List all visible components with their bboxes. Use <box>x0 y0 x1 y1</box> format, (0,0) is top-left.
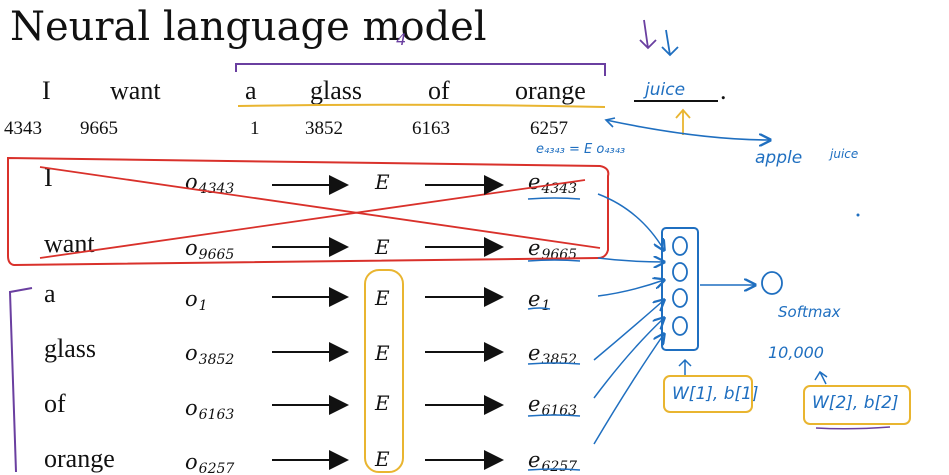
alt-curve <box>605 119 770 140</box>
sentence-word-orange: orange <box>515 76 586 105</box>
embedding-group-outline <box>364 269 404 473</box>
row-word: glass <box>44 334 96 363</box>
one-hot-vector: o3852 <box>185 341 235 368</box>
index-4343: 4343 <box>4 118 42 139</box>
window-bracket <box>8 287 33 473</box>
slide-title: Neural language model <box>10 4 487 50</box>
embedding-matrix-label: E <box>375 447 390 471</box>
target-word-juice: juice <box>645 80 686 100</box>
embedding-matrix-label: E <box>375 391 390 415</box>
embedding-matrix-label: E <box>375 170 390 194</box>
index-9665: 9665 <box>80 118 118 139</box>
one-hot-vector: o6163 <box>185 396 235 423</box>
embedding-underlines <box>527 197 581 471</box>
softmax-params-box <box>803 385 911 425</box>
arrows <box>272 175 504 470</box>
layer1-params-box <box>663 375 753 413</box>
dot <box>856 213 860 217</box>
target-arrow-1 <box>639 19 657 50</box>
embedding-matrix-label: E <box>375 286 390 310</box>
embedding-matrix-label: E <box>375 235 390 259</box>
softmax-params: W[2], b[2] <box>812 393 899 413</box>
row-word: orange <box>44 444 115 473</box>
embedding-equation: e₄₃₄₃ = E o₄₃₄₃ <box>536 142 626 157</box>
target-arrow-2 <box>661 29 679 57</box>
index-6163: 6163 <box>412 118 450 139</box>
alt-curve-start <box>604 117 616 128</box>
layer1-params: W[1], b[1] <box>672 384 759 404</box>
feature-arrows <box>593 193 664 445</box>
vocab-size-label: 10,000 <box>768 343 824 362</box>
layer1-params-arrow <box>678 358 692 375</box>
cross-line-1 <box>39 166 601 249</box>
sentence-period: . <box>720 76 727 105</box>
row-word: a <box>44 279 56 308</box>
sentence-word-of: of <box>428 76 450 105</box>
softmax-params-underline <box>815 426 891 430</box>
one-hot-vector: o9665 <box>185 236 235 263</box>
softmax-label: Softmax <box>778 303 841 321</box>
sentence-word-want: want <box>110 76 161 105</box>
sentence-word-a: a <box>245 76 257 105</box>
embedding-vector: e6257 <box>528 448 578 475</box>
index-6257: 6257 <box>530 118 568 139</box>
crossed-out-box <box>7 156 610 267</box>
softmax-params-arrow <box>814 370 828 385</box>
embedding-matrix-label: E <box>375 341 390 365</box>
target-up-arrow <box>675 108 691 135</box>
row-word: of <box>44 389 66 418</box>
one-hot-vector: o6257 <box>185 450 235 475</box>
sentence-word-glass: glass <box>310 76 362 105</box>
hidden-units <box>672 236 688 336</box>
index-3852: 3852 <box>305 118 343 139</box>
window-size-label: 4 <box>396 30 407 49</box>
one-hot-vector: o1 <box>185 287 208 314</box>
context-underline <box>237 103 606 108</box>
row-word: I <box>44 163 53 192</box>
context-bracket <box>235 63 606 76</box>
softmax-unit <box>761 271 783 295</box>
embedding-vector: e1 <box>528 287 551 314</box>
sentence-word-i: I <box>42 76 51 105</box>
alt-target-juice: juice <box>830 147 859 161</box>
alt-word-apple: apple <box>755 148 803 168</box>
index-1: 1 <box>250 118 260 139</box>
